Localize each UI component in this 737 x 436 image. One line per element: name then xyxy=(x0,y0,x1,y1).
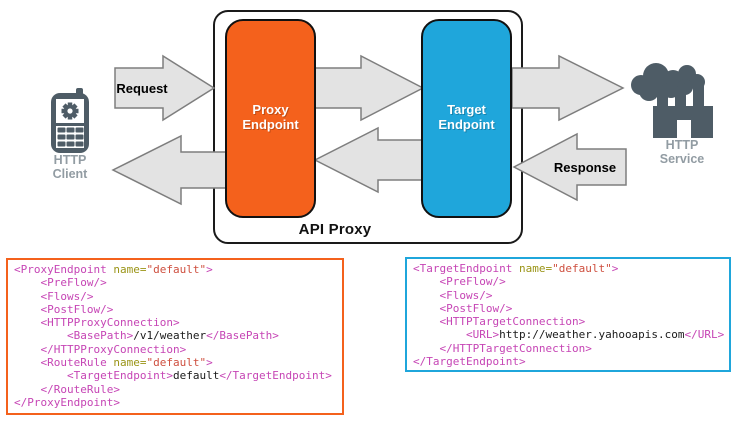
proxy-to-target-arrow xyxy=(314,54,425,122)
target-endpoint-xml-snippet: <TargetEndpoint name="default"> <PreFlow… xyxy=(405,257,731,372)
code-line: <ProxyEndpoint name="default"> xyxy=(14,263,213,276)
http-service-label-line2: Service xyxy=(659,152,705,166)
request-arrow xyxy=(114,54,216,122)
code-line: </RouteRule> xyxy=(40,382,120,396)
gear-icon xyxy=(61,102,79,120)
target-to-service-arrow xyxy=(511,54,625,122)
response-to-client-arrow xyxy=(111,134,228,206)
code-line: <PreFlow/> xyxy=(439,275,506,289)
proxy-endpoint-box xyxy=(225,19,316,218)
http-client-label-line1: HTTP xyxy=(53,153,87,167)
factory-door xyxy=(677,120,691,138)
code-line: <URL>http://weather.yahooapis.com</URL> xyxy=(465,328,725,342)
code-line: </HTTPTargetConnection> xyxy=(439,341,592,355)
factory-building xyxy=(653,83,713,138)
http-client-label: HTTP Client xyxy=(38,153,102,181)
http-service-label: HTTP Service xyxy=(650,138,714,166)
factory-icon xyxy=(631,63,713,138)
code-line: <PostFlow/> xyxy=(40,302,114,316)
proxy-endpoint-xml-snippet: <ProxyEndpoint name="default"> <PreFlow/… xyxy=(6,258,344,415)
code-line: </ProxyEndpoint> xyxy=(14,395,120,409)
http-client-label-line2: Client xyxy=(52,167,88,181)
request-label: Request xyxy=(116,81,168,96)
target-endpoint-box xyxy=(421,19,512,218)
response-label: Response xyxy=(553,160,617,175)
code-line: <TargetEndpoint name="default"> xyxy=(413,262,619,275)
mobile-phone-icon xyxy=(51,88,89,153)
code-line: <RouteRule name="default"> xyxy=(40,356,213,370)
code-line: </TargetEndpoint> xyxy=(413,355,526,369)
proxy-endpoint-label-line2: Endpoint xyxy=(242,117,299,132)
api-proxy-title: API Proxy xyxy=(298,221,372,238)
proxy-endpoint-label-line1: Proxy xyxy=(252,102,289,117)
phone-keypad xyxy=(57,127,84,147)
proxy-endpoint-label: Proxy Endpoint xyxy=(226,102,315,132)
code-line: <TargetEndpoint>default</TargetEndpoint> xyxy=(66,369,332,383)
code-line: <Flows/> xyxy=(40,289,94,303)
code-line: <PreFlow/> xyxy=(40,276,107,290)
target-endpoint-label: Target Endpoint xyxy=(422,102,511,132)
target-to-proxy-arrow xyxy=(313,126,424,194)
code-line: <PostFlow/> xyxy=(439,301,513,315)
code-line: <HTTPTargetConnection> xyxy=(439,315,586,329)
target-endpoint-label-line1: Target xyxy=(447,102,486,117)
code-line: <HTTPProxyConnection> xyxy=(40,316,180,330)
response-arrow xyxy=(512,132,627,202)
code-line: <BasePath>/v1/weather</BasePath> xyxy=(66,329,279,343)
code-line: </HTTPProxyConnection> xyxy=(40,342,187,356)
diagram-shapes xyxy=(111,10,627,244)
target-endpoint-label-line2: Endpoint xyxy=(438,117,495,132)
http-service-label-line1: HTTP xyxy=(665,138,699,152)
code-line: <Flows/> xyxy=(439,288,493,302)
